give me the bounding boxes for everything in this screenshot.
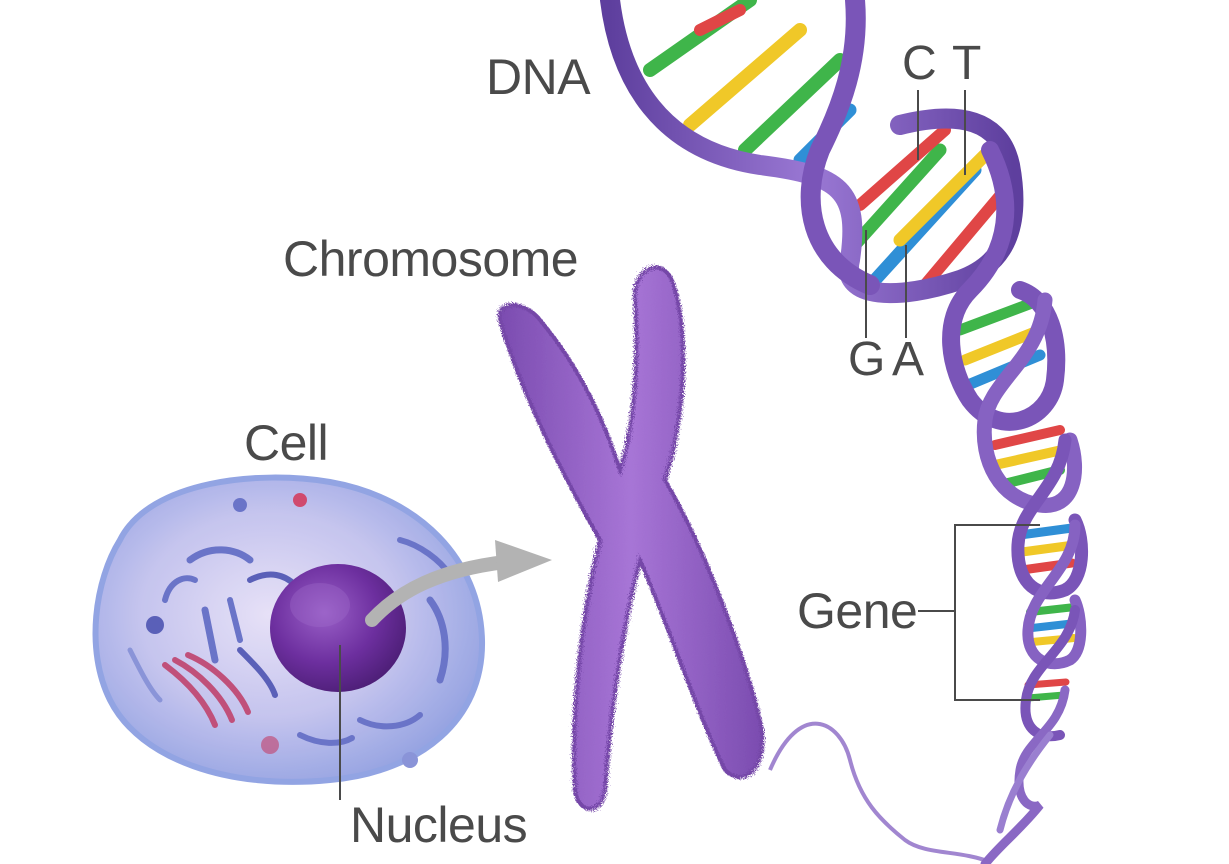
gene-bracket: [918, 524, 1040, 701]
nucleus-label: Nucleus: [350, 797, 528, 853]
base-leader-lines: [865, 90, 966, 338]
gene-label: Gene: [797, 583, 918, 639]
base-g-label: G: [848, 333, 885, 386]
cell-label: Cell: [244, 415, 329, 471]
base-t-label: T: [952, 37, 981, 90]
cell-organelles: [127, 537, 453, 746]
dna-helix: [600, 0, 1089, 864]
base-c-label: C: [902, 37, 937, 90]
chromosome: [497, 265, 765, 811]
golgi-apparatus: [162, 652, 251, 728]
dna-label: DNA: [486, 49, 591, 105]
chromosome-label: Chromosome: [283, 231, 579, 287]
nucleus: [270, 564, 406, 692]
zoom-arrow: [365, 540, 552, 627]
dna-thread: [768, 721, 991, 864]
base-a-label: A: [892, 333, 924, 386]
cell: [92, 474, 486, 785]
